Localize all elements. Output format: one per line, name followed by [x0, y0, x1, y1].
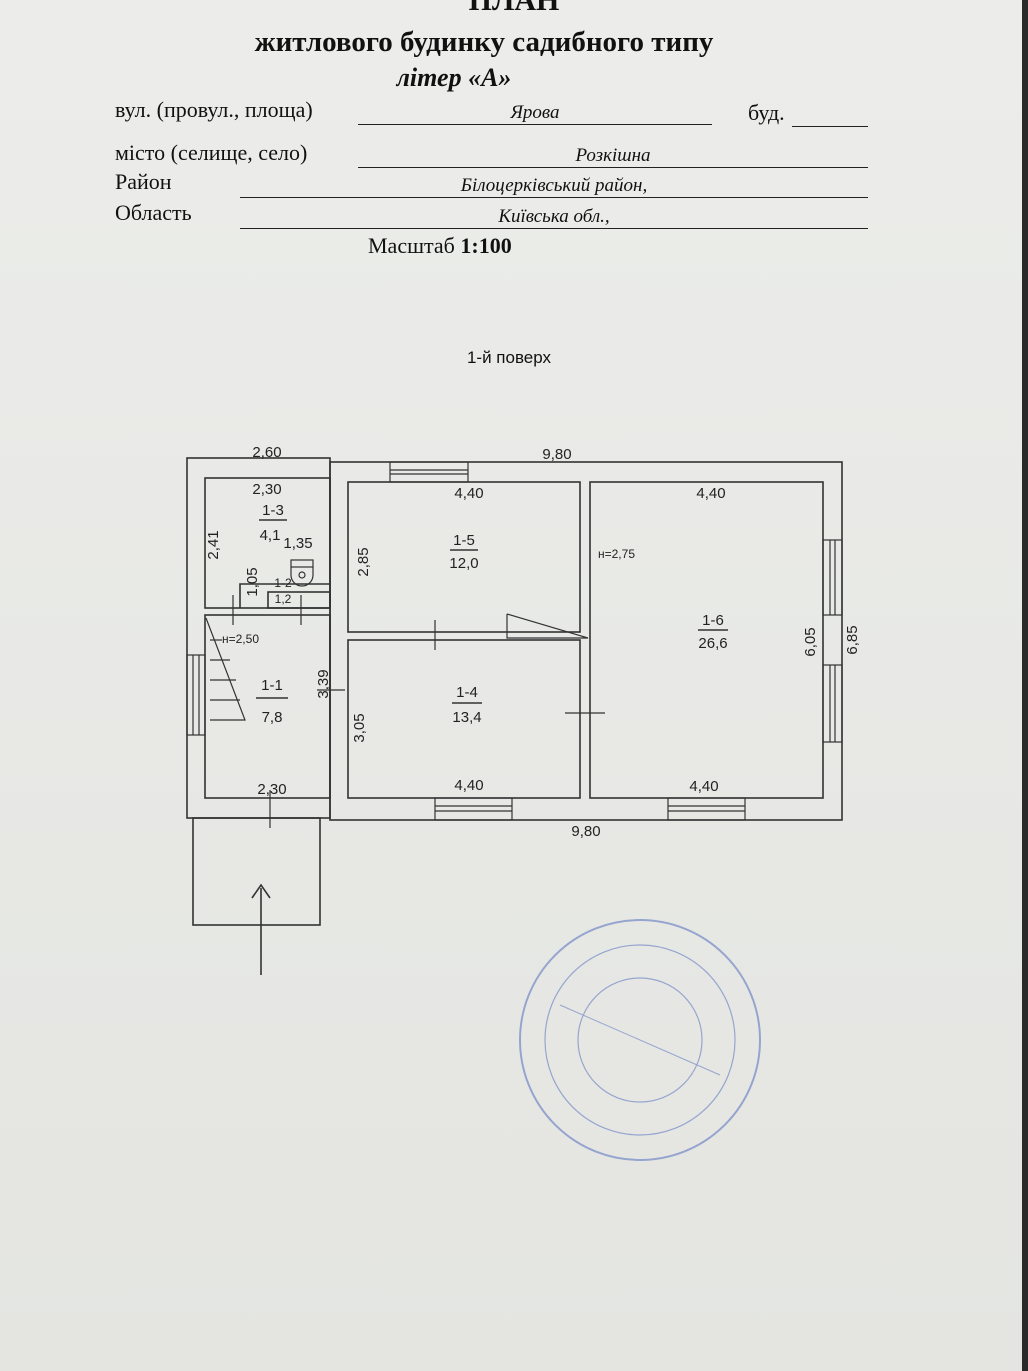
entrance-arrow-icon [251, 883, 271, 975]
doc-subtitle: житлового будинку садибного типу [254, 26, 714, 58]
dim-r16-top: 4,40 [696, 485, 725, 502]
dim-r13-width: 2,30 [252, 481, 281, 498]
dim-r16-height: 6,05 [802, 627, 819, 656]
dim-r16-bottom: 4,40 [689, 778, 718, 795]
official-stamp [519, 919, 761, 1161]
dim-r12-height: 1,05 [244, 567, 261, 596]
dim-r11-height: 3,39 [315, 669, 332, 698]
room-id: 1-2 [274, 576, 292, 590]
room-area: 1,2 [275, 592, 292, 606]
building-label: буд. [748, 100, 785, 125]
dim-r15-width: 4,40 [454, 485, 483, 502]
room-area: 12,0 [449, 555, 478, 572]
room-area: 4,1 [260, 527, 281, 544]
room-labels: 1-1 7,8 1-2 1,2 1-3 4,1 1-4 13,4 1-5 12,… [256, 502, 728, 726]
region-field: Київська обл., [240, 206, 868, 229]
building-field [792, 102, 868, 127]
doc-letter: літер «А» [396, 63, 512, 92]
city-label: місто (селище, село) [115, 140, 308, 165]
height-left: н=2,50 [222, 632, 259, 646]
region-label: Область [115, 200, 192, 225]
dim-r15-height: 2,85 [355, 547, 372, 576]
dim-r12-width: 1,35 [283, 535, 312, 552]
height-right: н=2,75 [598, 547, 635, 561]
toilet-icon [290, 559, 314, 587]
dim-top-left: 2,60 [252, 444, 281, 461]
room-id: 1-6 [702, 612, 724, 629]
room-area: 26,6 [698, 635, 727, 652]
room-id: 1-5 [453, 532, 475, 549]
dim-top-total: 9,80 [542, 446, 571, 463]
dim-bottom-total: 9,80 [571, 823, 600, 840]
scale-value: 1:100 [460, 233, 512, 258]
street-label: вул. (провул., площа) [115, 97, 313, 122]
doors [205, 595, 605, 828]
room-area: 7,8 [262, 709, 283, 726]
room-id: 1-4 [456, 684, 478, 701]
scale: Масштаб 1:100 [368, 233, 512, 259]
photo-edge [1022, 0, 1028, 1371]
dim-r13-height: 2,41 [205, 530, 222, 559]
dim-r11-width: 2,30 [257, 781, 286, 798]
room-area: 13,4 [452, 709, 481, 726]
doc-title: ПЛАН [468, 0, 560, 17]
dim-r14-height: 3,05 [351, 713, 368, 742]
room-id: 1-1 [261, 677, 283, 694]
floor-label: 1-й поверх [466, 348, 552, 367]
dim-outer-height: 6,85 [844, 625, 861, 654]
windows [186, 461, 843, 821]
room-id: 1-3 [262, 502, 284, 519]
city-field: Розкішна [358, 145, 868, 168]
dim-r14-width: 4,40 [454, 777, 483, 794]
district-field: Білоцерківський район, [240, 175, 868, 198]
walls [186, 457, 843, 926]
district-label: Район [115, 169, 172, 194]
street-field: Ярова [358, 102, 712, 125]
scale-label: Масштаб [368, 233, 455, 258]
